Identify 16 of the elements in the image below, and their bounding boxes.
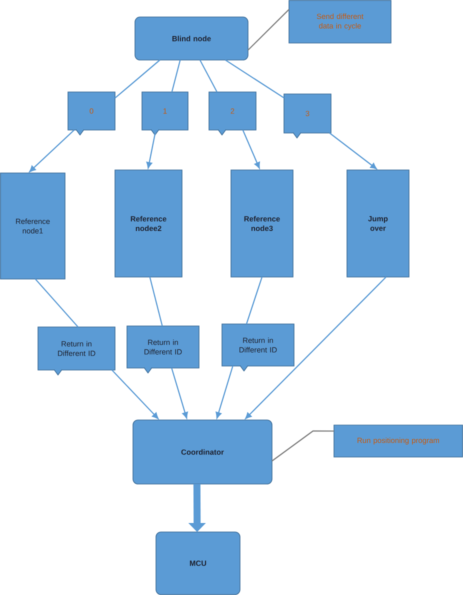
arrow [29, 130, 75, 172]
leader-line [272, 430, 334, 462]
connector-line [246, 276, 263, 324]
connector-line [225, 60, 284, 98]
leader-line [248, 9, 290, 51]
connector-line [171, 60, 181, 92]
arrow [216, 366, 234, 419]
arrow [329, 132, 377, 170]
arrow [171, 368, 188, 419]
arrow [111, 370, 159, 420]
arrow [245, 276, 386, 420]
arrow [242, 130, 260, 169]
connector-line [149, 276, 163, 326]
connector-line [114, 60, 160, 99]
connector-line [34, 278, 78, 328]
connector-line [199, 60, 218, 92]
